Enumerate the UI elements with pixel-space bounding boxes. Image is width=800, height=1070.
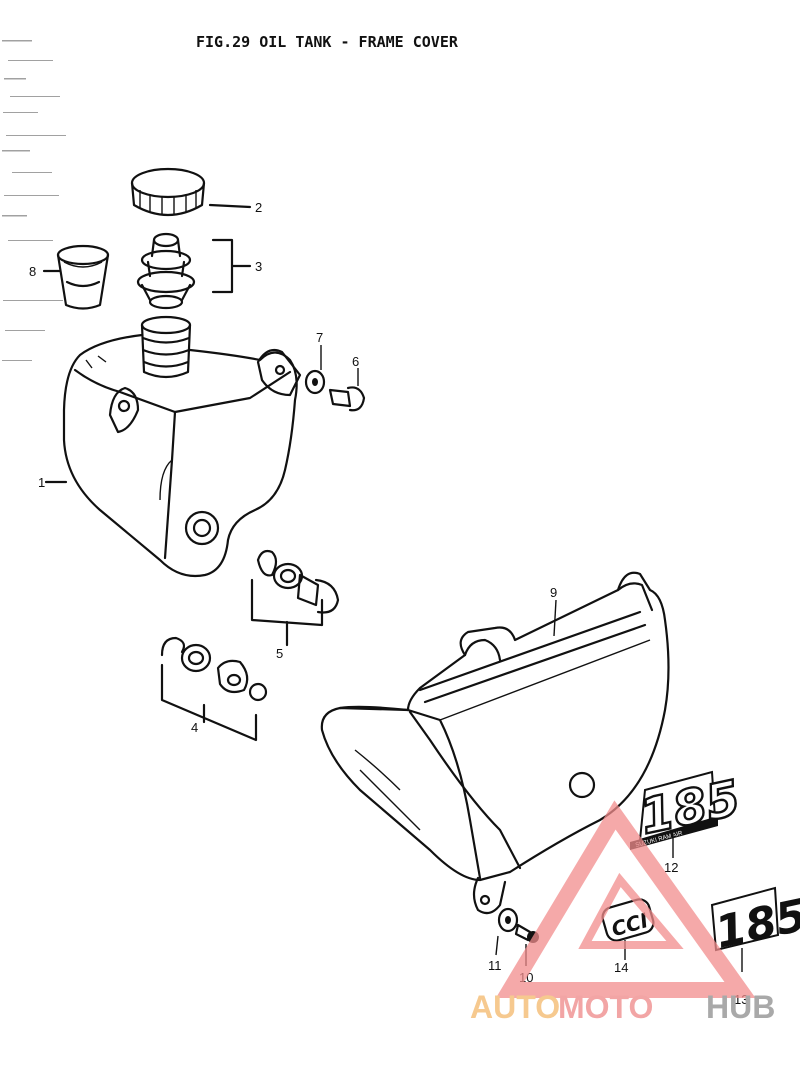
scan-noise: [2, 40, 66, 361]
callout-5: 5: [276, 646, 283, 661]
decal-13-number: 185: [711, 890, 800, 959]
callout-numbers: 1 2 3 4 5 6 7 8 9 10 11 12 13 14: [29, 200, 748, 1007]
part-5-drain-plug: [250, 549, 340, 647]
part-3-strainer: [136, 232, 252, 310]
part-7-washer: [304, 345, 326, 395]
callout-12: 12: [664, 860, 678, 875]
callout-7: 7: [316, 330, 323, 345]
decal-12-number: 185: [635, 770, 745, 846]
callout-6: 6: [352, 354, 359, 369]
figure-title: FIG.29 OIL TANK - FRAME COVER: [196, 33, 459, 51]
callout-8: 8: [29, 264, 36, 279]
part-11-washer: [495, 907, 519, 956]
watermark-logo: AUTO MOTO HUB: [470, 800, 775, 1025]
watermark-part2: MOTO: [558, 989, 653, 1025]
callout-9: 9: [550, 585, 557, 600]
callout-1: 1: [38, 475, 45, 490]
callout-4: 4: [191, 720, 198, 735]
part-1-oil-tank: [44, 315, 302, 578]
part-6-bolt: [328, 368, 366, 412]
part-9-frame-cover: [320, 571, 670, 915]
part-12-decal-185: 185 SUZUKI RAM AIR: [630, 769, 746, 858]
part-2-cap: [130, 167, 252, 216]
callout-3: 3: [255, 259, 262, 274]
watermark-part1: AUTO: [470, 989, 560, 1025]
watermark-part3: HUB: [706, 989, 775, 1025]
callout-2: 2: [255, 200, 262, 215]
part-4-union: [160, 636, 268, 742]
callout-14: 14: [614, 960, 628, 975]
callout-11: 11: [488, 958, 502, 973]
part-8-grommet: [42, 244, 110, 310]
